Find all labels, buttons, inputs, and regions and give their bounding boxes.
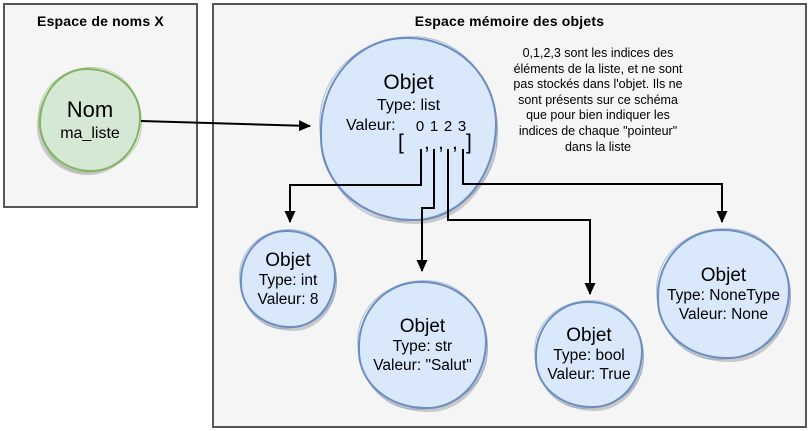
namespace-panel-title: Espace de noms X xyxy=(37,13,164,29)
str-object-value: Valeur: "Salut" xyxy=(373,356,472,374)
bool-object-circle: Objet Type: bool Valeur: True xyxy=(535,301,643,408)
list-object-value-label: Valeur: xyxy=(346,117,396,134)
list-bracket-open: [ xyxy=(398,131,404,154)
indices-note: 0,1,2,3 sont les indices des éléments de… xyxy=(513,46,683,154)
name-circle-label: Nom xyxy=(66,96,114,122)
list-comma-3: , xyxy=(452,131,458,154)
list-comma-1: , xyxy=(424,131,430,154)
none-object-type: Type: NoneType xyxy=(667,286,780,304)
bool-object-value: Valeur: True xyxy=(547,366,631,384)
str-object-title: Objet xyxy=(399,315,446,337)
object-memory-panel-title: Espace mémoire des objets xyxy=(414,13,605,29)
list-index-3: 3 xyxy=(457,118,467,135)
str-object-circle: Objet Type: str Valeur: "Salut" xyxy=(358,281,487,409)
int-object-circle: Objet Type: int Valeur: 8 xyxy=(240,230,336,328)
namespace-panel: Espace de noms X xyxy=(3,3,198,208)
name-circle: Nom ma_liste xyxy=(39,68,141,172)
int-object-type: Type: int xyxy=(258,271,318,289)
none-object-title: Objet xyxy=(700,264,747,286)
none-object-circle: Objet Type: NoneType Valeur: None xyxy=(657,229,790,359)
list-object-type: Type: list xyxy=(376,97,441,114)
list-comma-2: , xyxy=(438,131,444,154)
int-object-title: Objet xyxy=(265,249,311,271)
int-object-value: Valeur: 8 xyxy=(257,290,319,308)
list-index-1: 1 xyxy=(429,118,439,135)
bool-object-title: Objet xyxy=(566,325,612,346)
list-index-2: 2 xyxy=(443,118,453,135)
list-object-title: Objet xyxy=(383,71,434,94)
str-object-type: Type: str xyxy=(392,337,453,355)
bool-object-type: Type: bool xyxy=(553,347,625,365)
list-bracket-close: ] xyxy=(466,131,472,154)
name-circle-value: ma_liste xyxy=(60,124,120,142)
none-object-value: Valeur: None xyxy=(678,305,769,323)
list-index-0: 0 xyxy=(415,118,425,135)
